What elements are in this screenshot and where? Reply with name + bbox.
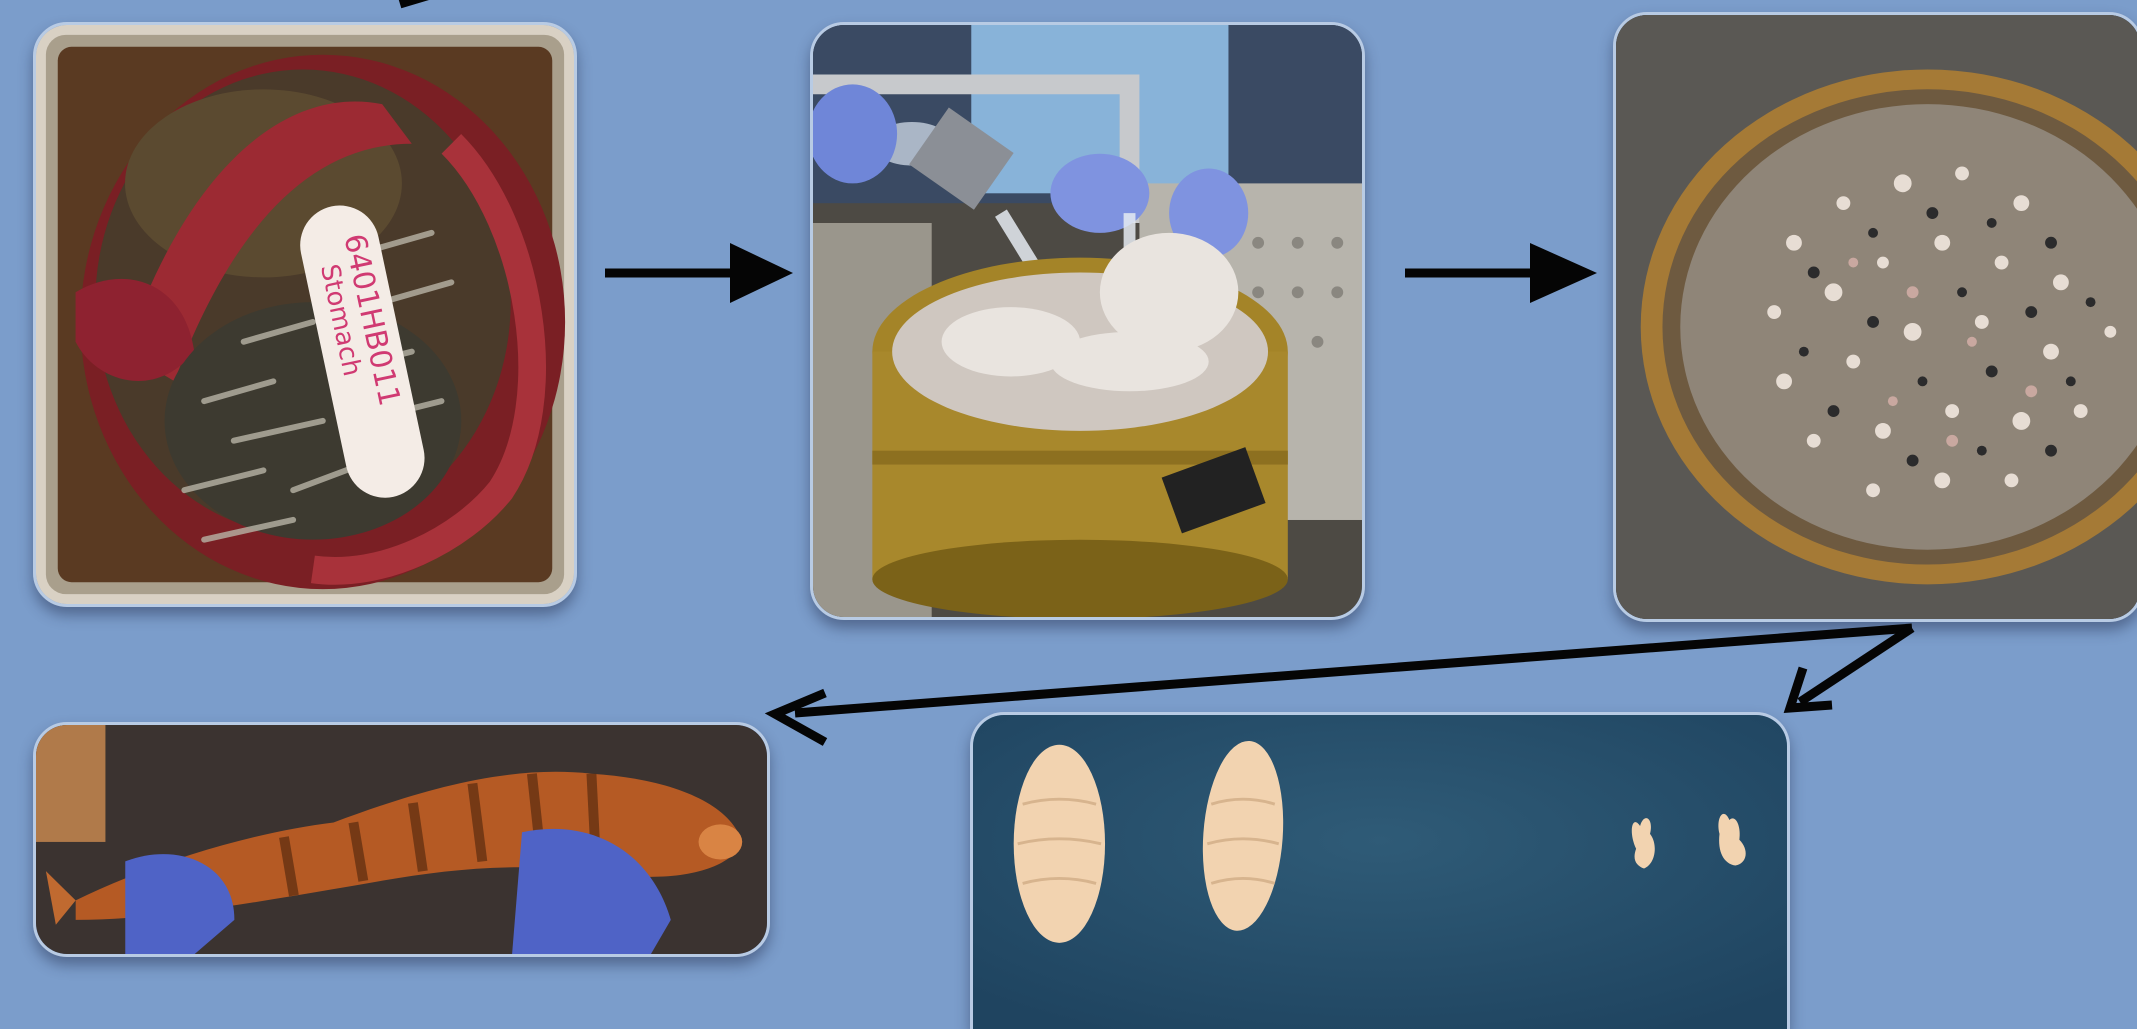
photo-stomach-contents: 6401HB011 Stomach — [33, 22, 577, 607]
arrow-step2-to-step3 — [1405, 243, 1597, 303]
stomach-contents-illustration: 6401HB011 Stomach — [36, 25, 574, 604]
photo-sieved-remains — [1613, 12, 2137, 622]
sieve-rinsing-illustration — [813, 25, 1362, 617]
photo-otoliths — [970, 712, 1790, 1029]
arrow-step1-to-step2 — [605, 243, 793, 303]
arrow-step3-to-otoliths — [1790, 628, 1912, 708]
otolith-large-left — [1014, 745, 1105, 943]
otoliths-illustration — [973, 715, 1787, 1029]
photo-sieve-rinsing — [810, 22, 1365, 620]
photo-prey-fish — [33, 722, 770, 957]
sieved-remains-illustration — [1616, 15, 2137, 619]
arrow-incoming-top — [400, 0, 440, 4]
prey-fish-illustration — [36, 725, 767, 954]
